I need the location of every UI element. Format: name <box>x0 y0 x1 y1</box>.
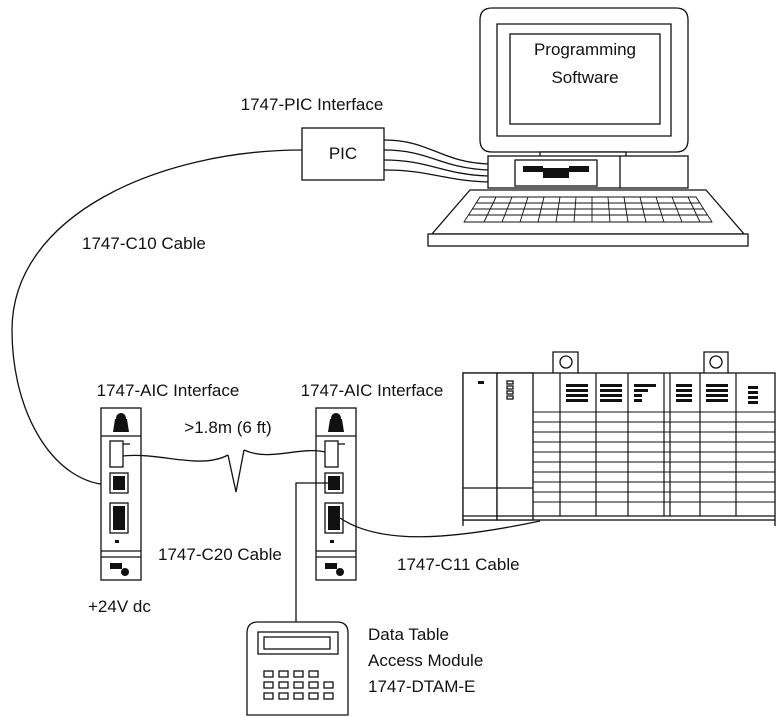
pic-box <box>301 127 385 181</box>
dtam-line1: Data Table <box>368 625 449 644</box>
slc-chassis <box>462 351 776 526</box>
dtam-line2: Access Module <box>368 651 483 670</box>
aic-left-label: 1747-AIC Interface <box>97 381 240 400</box>
pic-computer-cable <box>383 139 489 183</box>
programming-software-line2: Software <box>551 68 618 87</box>
c10-cable <box>11 149 303 486</box>
distance-label: >1.8m (6 ft) <box>184 418 271 437</box>
pic-box-label: PIC <box>329 144 357 163</box>
keyboard-keys <box>463 196 713 223</box>
c11-cable-label: 1747-C11 Cable <box>397 555 520 574</box>
dtam-cable <box>295 482 330 622</box>
aic-interface-right <box>315 407 357 581</box>
dtam-module <box>246 621 349 716</box>
c11-cable <box>339 517 541 538</box>
computer-screen <box>509 33 661 125</box>
aic-interface-left <box>100 407 142 581</box>
dtam-line3: 1747-DTAM-E <box>368 677 475 696</box>
programming-software-line1: Programming <box>534 40 636 59</box>
power-label: +24V dc <box>88 597 151 616</box>
aic-right-label: 1747-AIC Interface <box>301 381 444 400</box>
c10-cable-label: 1747-C10 Cable <box>82 234 206 253</box>
c20-cable-label: 1747-C20 Cable <box>158 545 282 564</box>
pic-interface-label: 1747-PIC Interface <box>241 95 384 114</box>
aic-link-cable <box>122 449 326 493</box>
computer <box>427 7 749 247</box>
